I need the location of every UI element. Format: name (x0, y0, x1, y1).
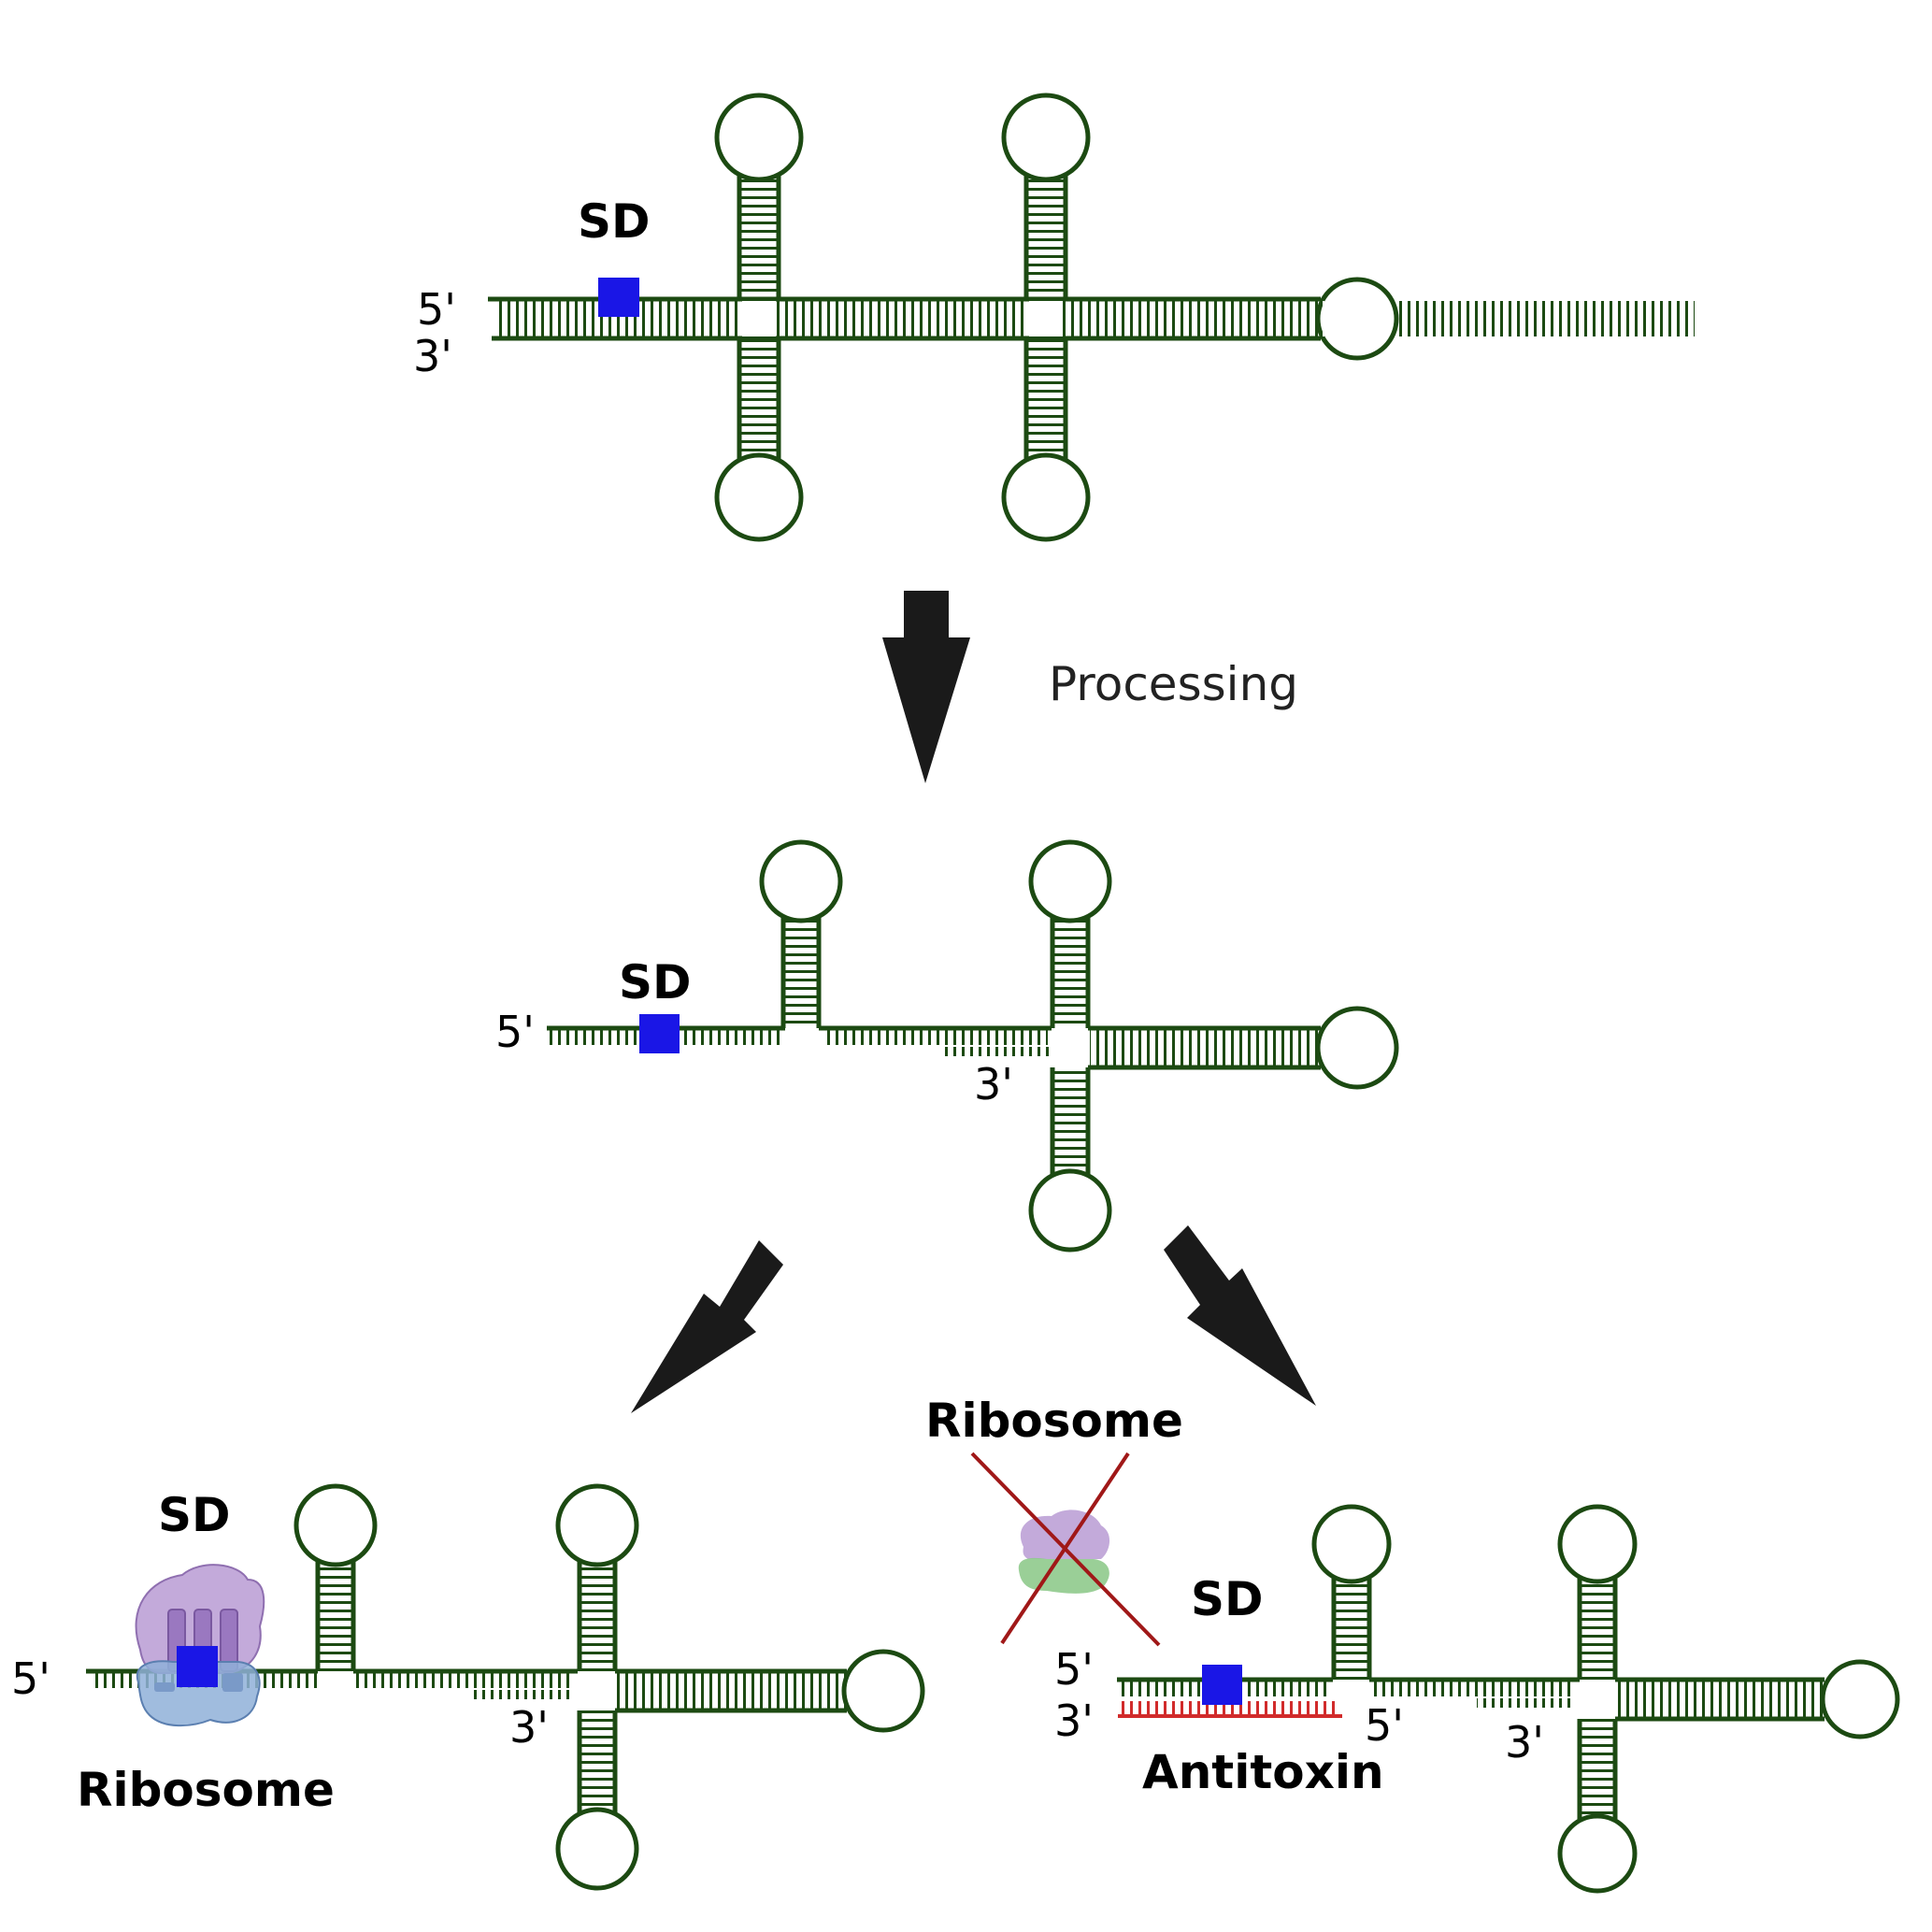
processing-label: Processing (1049, 657, 1298, 711)
five-prime-label-top: 5' (417, 284, 456, 335)
processing-arrow (882, 591, 970, 783)
top-rna-structure (488, 93, 1695, 542)
ribosome-label-right: Ribosome (925, 1394, 1183, 1448)
branch-arrow-right (1164, 1225, 1316, 1406)
sd-label-left: SD (158, 1488, 231, 1542)
antitoxin-strand (1118, 1701, 1342, 1718)
five-prime-label-right: 5' (1054, 1644, 1094, 1695)
five-prime-label-left: 5' (11, 1653, 50, 1704)
ribosome-bound (135, 1564, 265, 1727)
three-prime-label-top: 3' (413, 331, 452, 381)
ribosome-label-left: Ribosome (77, 1763, 335, 1817)
branch-arrow-left (631, 1240, 783, 1413)
antitoxin-label: Antitoxin (1142, 1745, 1384, 1799)
sd-box-right (1202, 1665, 1242, 1705)
sd-label-right: SD (1191, 1572, 1264, 1626)
three-prime-label-right: 3' (1054, 1696, 1094, 1746)
five-prime-label-middle: 5' (495, 1007, 535, 1057)
five-prime-label-antitoxin: 5' (1365, 1700, 1404, 1751)
right-rna-structure (1117, 1504, 1900, 1894)
sd-label-middle: SD (619, 955, 692, 1009)
three-prime-label-middle: 3' (974, 1059, 1013, 1109)
sd-box-top (598, 278, 639, 317)
middle-rna-structure (547, 839, 1399, 1252)
sd-label-top: SD (578, 194, 651, 249)
blocked-cross-icon (970, 1452, 1161, 1647)
sd-box-middle (639, 1014, 680, 1053)
sd-box-left (177, 1646, 218, 1687)
three-prime-label-right-end: 3' (1505, 1717, 1544, 1767)
left-rna-structure (86, 1483, 925, 1891)
three-prime-label-left: 3' (509, 1702, 549, 1753)
